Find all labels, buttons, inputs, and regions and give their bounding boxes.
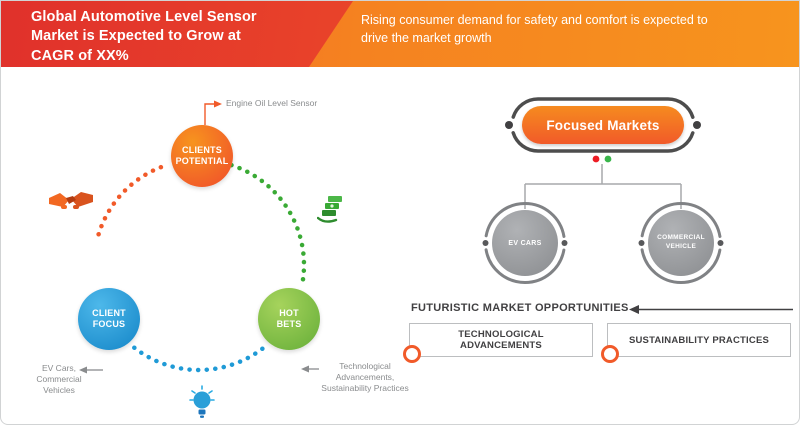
opportunity-label: TECHNOLOGICAL ADVANCEMENTS bbox=[458, 329, 544, 351]
page-title: Global Automotive Level Sensor Market is… bbox=[31, 9, 257, 64]
opportunity-box-technological: TECHNOLOGICAL ADVANCEMENTS bbox=[403, 323, 593, 363]
cycle-arc-blue bbox=[132, 345, 266, 373]
heading-arrow-head bbox=[629, 305, 639, 314]
callout-arrow-top bbox=[214, 100, 222, 108]
callout-engine-oil: Engine Oil Level Sensor bbox=[226, 98, 318, 108]
header-background-left bbox=[1, 1, 353, 67]
page-subtitle: Rising consumer demand for safety and co… bbox=[361, 13, 708, 45]
opportunity-box-sustainability: SUSTAINABILITY PRACTICES bbox=[601, 323, 791, 363]
focused-markets-pill: Focused Markets bbox=[522, 106, 684, 144]
cycle-arc-green bbox=[229, 162, 307, 290]
callout-client-focus: EV Cars, Commercial Vehicles bbox=[36, 363, 82, 396]
ev-cars-dot-right bbox=[561, 240, 568, 246]
cycle-node-clients-potential: CLIENTS POTENTIAL bbox=[171, 125, 233, 187]
callout-hot-bets: Technological Advancements, Sustainabili… bbox=[321, 361, 409, 394]
header-banner: Global Automotive Level Sensor Market is… bbox=[1, 1, 799, 67]
lightbulb-icon bbox=[189, 385, 215, 418]
money-icon bbox=[317, 196, 342, 223]
cycle-arc-orange bbox=[96, 162, 171, 237]
callout-line-top bbox=[204, 103, 214, 125]
cycle-node-client-focus: CLIENT FOCUS bbox=[78, 288, 140, 350]
ring-accent-icon bbox=[601, 345, 619, 363]
red-dot bbox=[592, 155, 600, 163]
segment-commercial-vehicle: COMMERCIAL VEHICLE bbox=[648, 210, 714, 276]
pill-dot-left bbox=[505, 121, 513, 129]
opportunities-heading: FUTURISTIC MARKET OPPORTUNITIES bbox=[411, 302, 629, 314]
handshake-icon bbox=[49, 192, 93, 209]
pill-dot-right bbox=[693, 121, 701, 129]
segment-ev-cars: EV CARS bbox=[492, 210, 558, 276]
green-dot bbox=[604, 155, 612, 163]
commercial-vehicle-dot-right bbox=[717, 240, 724, 246]
ring-accent-icon bbox=[403, 345, 421, 363]
tree-connectors bbox=[524, 164, 682, 209]
cycle-node-hot-bets: HOT BETS bbox=[258, 288, 320, 350]
ev-cars-dot-left bbox=[482, 240, 489, 246]
commercial-vehicle-dot-left bbox=[638, 240, 645, 246]
opportunity-label: SUSTAINABILITY PRACTICES bbox=[628, 334, 770, 346]
